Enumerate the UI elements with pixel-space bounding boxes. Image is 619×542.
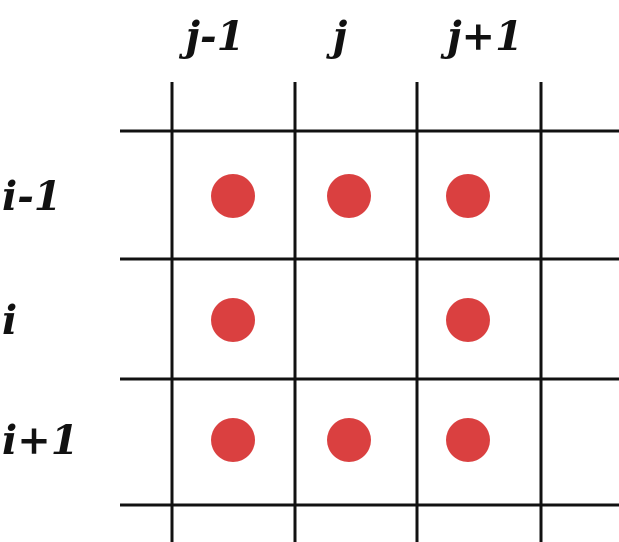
neighbor-dot (211, 418, 255, 462)
neighbor-dot (446, 418, 490, 462)
row-label-i: i (2, 297, 17, 344)
row-label-i-plus-1: i+1 (2, 417, 79, 464)
neighbor-dot (446, 174, 490, 218)
neighbor-dot (446, 298, 490, 342)
neighbor-dot (327, 418, 371, 462)
column-label-j-plus-1: j+1 (440, 13, 523, 60)
column-label-j: j (326, 13, 348, 60)
neighbor-dot (211, 298, 255, 342)
column-label-j-minus-1: j-1 (179, 13, 245, 60)
neighbor-dot (211, 174, 255, 218)
neighbor-dot (327, 174, 371, 218)
row-label-i-minus-1: i-1 (2, 173, 62, 220)
